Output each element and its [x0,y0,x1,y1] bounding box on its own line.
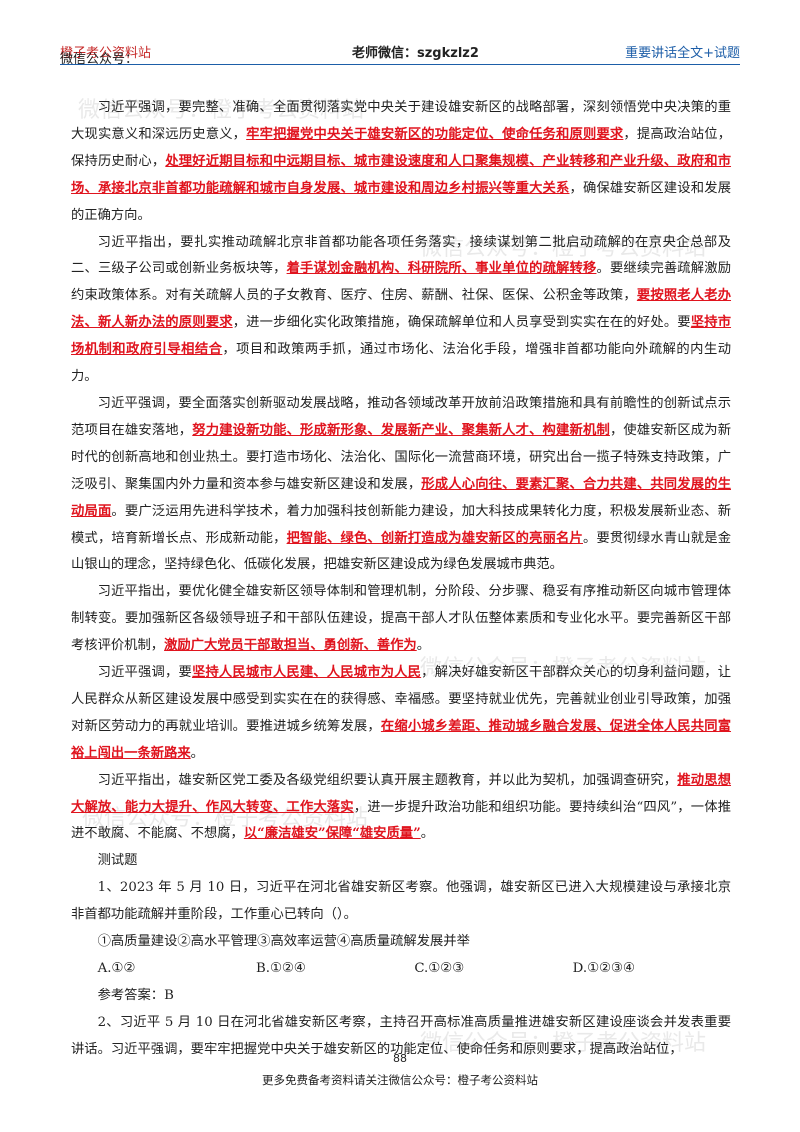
highlighted-phrase: 要按照老人老办法、新人新办法的原则要求 [71,288,732,331]
speech-paragraph: 习近平强调，要完整、准确、全面贯彻落实党中央关于建设雄安新区的战略部署，深刻领悟… [71,95,731,230]
body-text: 。要贯彻绿水青山就是金山银山的理念，坚持绿色化、低碳化发展，把雄安新区建设成为绿… [71,530,732,573]
body-text: 。 [420,826,435,842]
document-body: 习近平强调，要完整、准确、全面贯彻落实党中央关于建设雄安新区的战略部署，深刻领悟… [71,95,731,1064]
body-text: 习近平强调，要完整、准确、全面贯彻落实党中央关于建设雄安新区的战略部署，深刻领悟… [71,100,731,142]
option-a: A.①② [97,961,136,976]
highlighted-phrase: 坚持市场机制和政府引导相结合 [71,315,732,358]
highlighted-phrase: 以“廉洁雄安”保障“雄安质量” [243,826,421,842]
option-d: D.①②③④ [572,961,635,976]
option-b: B.①②④ [255,961,306,976]
quiz-question-1: 1、2023 年 5 月 10 日，习近平在河北省雄安新区考察。他强调，雄安新区… [71,880,731,923]
highlighted-phrase: 处理好近期目标和中远期目标、城市建设速度和人口聚集规模、产业转移和产业升级、政府… [71,153,732,196]
body-text: ，项目和政策两手抓，通过市场化、法治化手段，增强非首都功能向外疏解的内生动力。 [71,342,732,385]
body-text: 习近平指出，要扎实推动疏解北京非首都功能各项任务落实，接续谋划第二批启动疏解的在… [71,234,731,277]
header-teacher-wechat: 老师微信：szgkzlz2 [352,46,479,61]
quiz-question-1-items: ①高质量建设②高水平管理③高效率运营④高质量疏解发展并举 [97,934,470,950]
body-text: 。要继续完善疏解激励约束政策体系。对有关疏解人员的子女教育、医疗、住房、薪酬、社… [71,261,732,304]
speech-paragraph: 习近平指出，雄安新区党工委及各级党组织要认真开展主题教育，并以此为契机，加强调查… [71,768,731,849]
highlighted-phrase: 激励广大党员干部敢担当、勇创新、善作为 [164,638,417,654]
page-header: 微信公众号：橙子考公资料站 老师微信：szgkzlz2 重要讲话全文+试题 [60,36,740,67]
speech-paragraph: 习近平指出，要扎实推动疏解北京非首都功能各项任务落实，接续谋划第二批启动疏解的在… [71,230,731,391]
highlighted-phrase: 推动思想大解放、能力大提升、作风大转变、工作大落实 [71,772,732,815]
highlighted-phrase: 把智能、绿色、创新打造成为雄安新区的亮丽名片 [286,530,583,546]
body-text: ，提高政治站位，保持历史耐心， [71,126,732,169]
body-text: 。 [416,638,431,654]
highlighted-phrase: 坚持人民城市人民建、人民城市为人民 [191,665,422,681]
highlighted-phrase: 形成人心向往、要素汇聚、合力共建、共同发展的生动局面 [71,476,731,519]
body-text: ，进一步提升政治功能和组织功能。要持续纠治“四风”，一体推进不敢腐、不能腐、不想… [71,799,731,842]
body-text: 习近平强调，要全面落实创新驱动发展战略，推动各领域改革开放前沿政策措施和具有前瞻… [71,395,731,438]
highlighted-phrase: 努力建设新功能、形成新形象、发展新产业、聚集新人才、构建新机制 [192,422,610,438]
header-doc-type: 重要讲话全文+试题 [625,46,740,61]
body-text: ，解决好雄安新区干部群众关心的切身利益问题，让人民群众从新区建设发展中感受到实实… [71,665,732,734]
body-text: ，进一步细化实化政策措施，确保疏解单位和人员享受到实实在在的好处。要 [232,315,691,331]
highlighted-phrase: 牢牢把握党中央关于雄安新区的功能定位、使命任务和原则要求 [246,126,624,142]
body-text: 习近平指出，雄安新区党工委及各级党组织要认真开展主题教育，并以此为契机，加强调查… [97,772,678,788]
highlighted-phrase: 在缩小城乡差距、推动城乡融合发展、促进全体人民共同富裕上闯出一条新路来 [71,718,732,761]
page-number: 88 [393,1052,407,1065]
body-text: ，确保雄安新区建设和发展的正确方向。 [71,180,731,223]
body-text: 习近平指出，要优化健全雄安新区领导体制和管理机制，分阶段、分步骤、稳妥有序推动新… [71,584,731,654]
quiz-question-1-options: A.①② B.①②④ C.①②③ D.①②③④ [71,956,731,983]
body-text: 习近平强调，要 [97,665,192,681]
speech-paragraph: 习近平强调，要坚持人民城市人民建、人民城市为人民，解决好雄安新区干部群众关心的切… [71,660,731,768]
body-text: 。 [190,745,204,761]
quiz-answer-1: 参考答案：B [97,987,174,1003]
header-wechat-account: 微信公众号：橙子考公资料站 [60,42,152,67]
header-account-name: 橙子考公资料站 [60,46,152,61]
option-c: C.①②③ [414,961,465,976]
header-account-label: 微信公众号： [60,52,139,67]
page-footer: 更多免费备考资料请关注微信公众号：橙子考公资料站 [262,1073,538,1087]
quiz-heading: 测试题 [97,853,138,869]
header-divider [60,64,740,65]
speech-paragraph: 习近平强调，要全面落实创新驱动发展战略，推动各领域改革开放前沿政策措施和具有前瞻… [71,391,731,579]
quiz-question-2: 2、习近平 5 月 10 日在河北省雄安新区考察，主持召开高标准高质量推进雄安新… [71,1014,731,1057]
speech-paragraphs: 习近平强调，要完整、准确、全面贯彻落实党中央关于建设雄安新区的战略部署，深刻领悟… [71,95,731,848]
body-text: ，使雄安新区成为新时代的创新高地和创业热土。要打造市场化、法治化、国际化一流营商… [71,422,732,492]
speech-paragraph: 习近平指出，要优化健全雄安新区领导体制和管理机制，分阶段、分步骤、稳妥有序推动新… [71,579,731,660]
body-text: 。要广泛运用先进科学技术，着力加强科技创新能力建设，加大科技成果转化力度，积极发… [71,503,732,546]
highlighted-phrase: 着手谋划金融机构、科研院所、事业单位的疏解转移 [286,261,597,277]
